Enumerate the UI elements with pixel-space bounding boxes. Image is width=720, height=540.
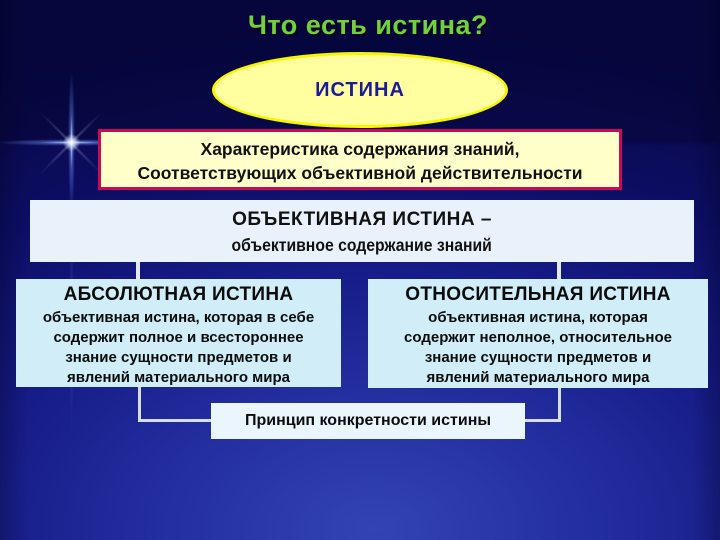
absolute-truth-line: объективная истина, которая в себе [42,309,315,326]
definition-line-2: Соответствующих объективной действительн… [137,163,583,183]
truth-ellipse-label: ИСТИНА [315,78,405,101]
connector-relative-to-principle-horizontal [523,419,561,422]
relative-truth-line: знание сущности предметов и [424,349,652,366]
connector-objective-to-absolute [136,262,140,279]
definition-line-1: Характеристика содержания знаний, [200,139,520,159]
truth-definition-box: Характеристика содержания знаний, Соотве… [98,129,622,190]
relative-truth-line: объективная истина, которая [428,309,648,326]
objective-truth-subtitle: объективное содержание знаний [231,235,493,255]
relative-truth-line: содержит неполное, относительное [404,329,672,346]
truth-ellipse: ИСТИНА [212,52,508,128]
objective-truth-title: ОБЪЕКТИВНАЯ ИСТИНА – [232,209,492,230]
objective-truth-box: ОБЪЕКТИВНАЯ ИСТИНА – объективное содержа… [30,200,694,262]
connector-relative-to-principle-vertical [558,388,561,422]
absolute-truth-line: содержит полное и всестороннее [53,329,304,346]
absolute-truth-line: знание сущности предметов и [65,349,292,366]
flare-core [63,134,80,151]
absolute-truth-box: АБСОЛЮТНАЯ ИСТИНА объективная истина, ко… [16,279,341,387]
relative-truth-box: ОТНОСИТЕЛЬНАЯ ИСТИНА объективная истина,… [368,279,708,388]
relative-truth-title: ОТНОСИТЕЛЬНАЯ ИСТИНА [405,284,671,305]
connector-absolute-to-principle-vertical [138,387,141,422]
absolute-truth-line: явлений материального мира [67,369,290,386]
absolute-truth-title: АБСОЛЮТНАЯ ИСТИНА [63,284,294,305]
principle-box: Принцип конкретности истины [211,403,525,439]
slide-title: Что есть истина? [247,10,489,40]
connector-absolute-to-principle-horizontal [138,419,213,422]
connector-objective-to-relative [557,262,561,279]
relative-truth-line: явлений материального мира [426,369,650,386]
